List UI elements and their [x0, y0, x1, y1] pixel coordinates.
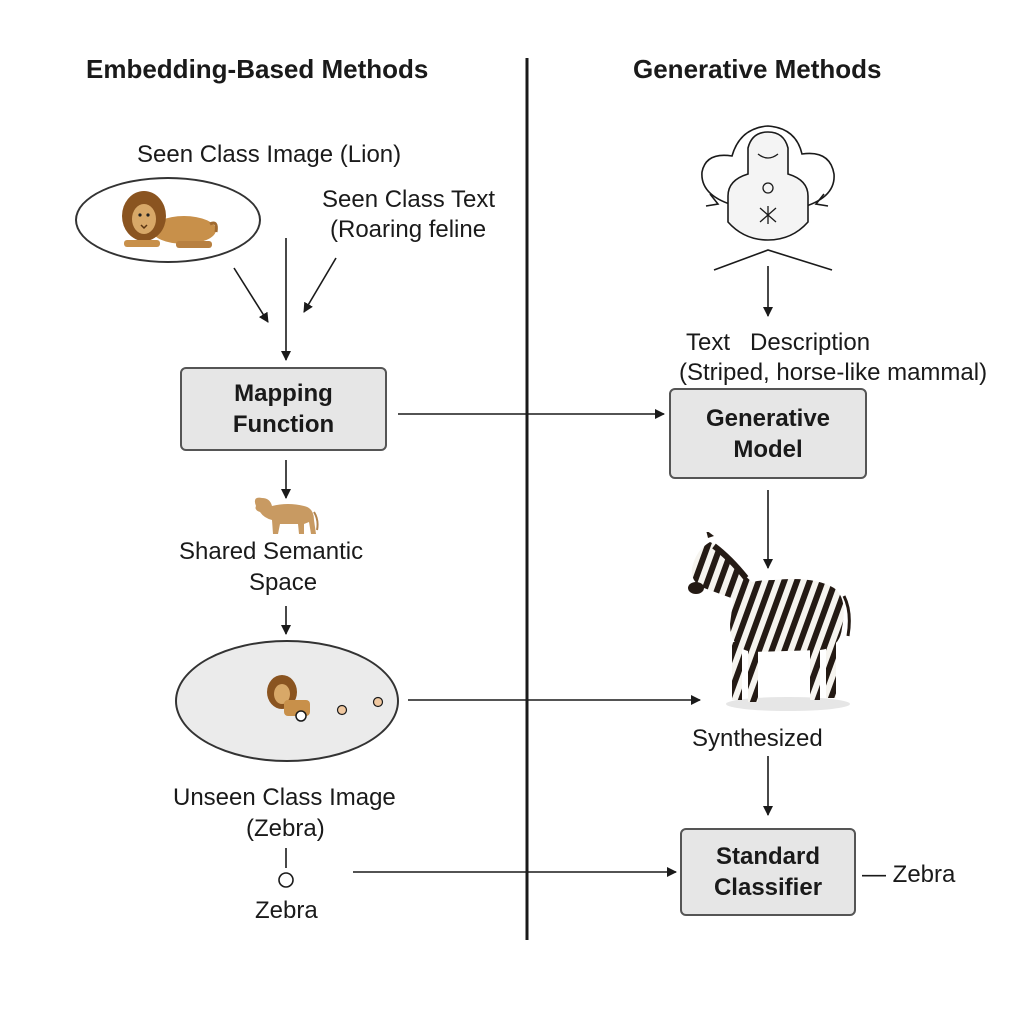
brain-base-lines	[713, 249, 833, 271]
generative-line2: Model	[733, 435, 803, 463]
synthesized-label: Synthesized	[692, 725, 823, 752]
classifier-output-label: — Zebra	[862, 861, 956, 888]
classifier-line1: Standard	[715, 843, 820, 870]
mapping-line2: Function	[232, 411, 335, 438]
seen-text-line2: (Roaring feline	[330, 216, 487, 243]
unseen-node	[278, 872, 294, 888]
unseen-image-line2: (Zebra)	[246, 815, 325, 842]
classifier-line2: Classifier	[713, 874, 823, 901]
mapping-line1: Mapping	[234, 380, 333, 407]
arrow-lion-to-mapping	[233, 267, 269, 323]
brain-cloud-icon	[701, 125, 835, 241]
lioness-icon	[254, 497, 319, 534]
shared-space-line2: Space	[249, 569, 318, 596]
lion-photo	[122, 191, 218, 248]
generative-line1: Generative	[705, 404, 831, 432]
arrow-text-to-mapping	[303, 257, 337, 313]
unseen-zebra-label: Zebra	[255, 897, 318, 924]
left-heading: Embedding-Based Methods	[86, 54, 429, 84]
zebra-photo	[688, 532, 851, 711]
shared-space-line1: Shared Semantic	[179, 538, 364, 565]
semantic-points	[295, 696, 384, 722]
lion-small-icon	[267, 675, 310, 716]
generative-model-box: Generative Model	[669, 388, 867, 479]
text-description-line1: Text Description	[686, 329, 871, 356]
seen-text-line1: Seen Class Text	[322, 186, 495, 213]
seen-image-label: Seen Class Image (Lion)	[137, 141, 402, 168]
text-description-line2: (Striped, horse-like mammal)	[679, 359, 988, 386]
unseen-image-line1: Unseen Class Image	[173, 784, 396, 811]
mapping-function-box: Mapping Function	[180, 367, 387, 451]
standard-classifier-box: Standard Classifier	[680, 828, 856, 916]
right-heading: Generative Methods	[633, 54, 882, 84]
